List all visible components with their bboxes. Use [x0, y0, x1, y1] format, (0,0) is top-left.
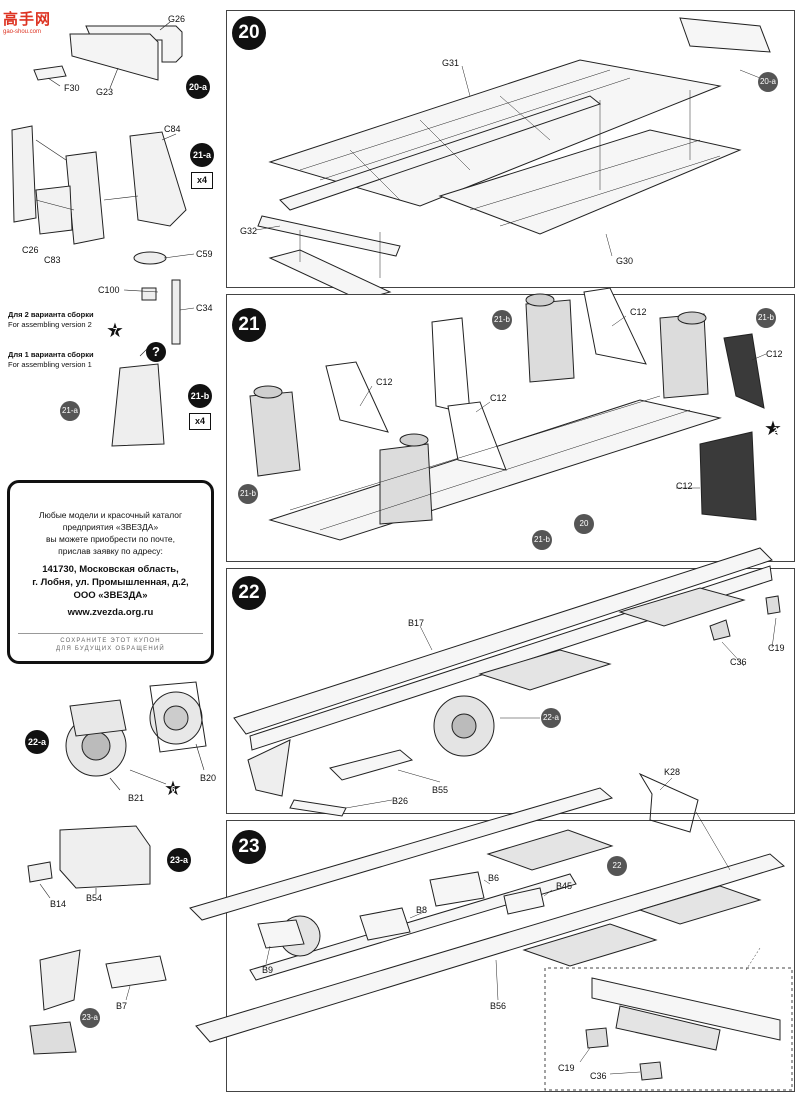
star-ref-20-number: 20: [773, 426, 782, 435]
version-1-note: Для 1 варианта сборки For assembling ver…: [8, 350, 94, 370]
part-label-g30: G30: [616, 256, 634, 266]
part-label-b26: B26: [392, 796, 409, 806]
part-label-c12-1: C12: [376, 377, 393, 387]
step-20-number: 20: [232, 16, 266, 50]
version-1-note-ru: Для 1 варианта сборки: [8, 350, 94, 359]
part-label-b54: B54: [86, 893, 103, 903]
step-23-number: 23: [232, 830, 266, 864]
step-21b-badge: 21-b: [188, 384, 212, 408]
detail-inset-frame: [544, 967, 793, 1091]
part-label-b14: B14: [50, 899, 67, 909]
version-2-note-ru: Для 2 варианта сборки: [8, 310, 94, 319]
ref-badge-21b-1: 21-b: [492, 310, 512, 330]
coupon-address-1: 141730, Московская область,: [42, 564, 179, 575]
part-label-b8: B8: [416, 905, 428, 915]
coupon-line-3: вы можете приобрести по почте,: [45, 534, 175, 544]
star-ref-6: ★: [164, 776, 182, 800]
ref-badge-20a: 20-a: [758, 72, 778, 92]
part-label-c12-3: C12: [630, 307, 647, 317]
part-label-k28: K28: [664, 767, 681, 777]
coupon-line-2: предприятия «ЗВЕЗДА»: [62, 522, 159, 532]
coupon-footer-2: ДЛЯ БУДУЩИХ ОБРАЩЕНИЙ: [56, 646, 165, 652]
step-22a-badge: 22-a: [25, 730, 49, 754]
part-label-c83: C83: [44, 255, 61, 265]
part-label-g31: G31: [442, 58, 460, 68]
coupon-address-2: г. Лобня, ул. Промышленная, д.2,: [32, 577, 189, 588]
part-label-b7: B7: [116, 1001, 128, 1011]
ref-badge-23a: 23-a: [80, 1008, 100, 1028]
ref-badge-21a: 21-a: [60, 401, 80, 421]
part-label-b9: B9: [262, 965, 274, 975]
version-question-marker: ?: [146, 342, 166, 362]
star-ref-7: ★: [106, 318, 124, 342]
watermark-logo-text: 高手网: [3, 10, 52, 28]
ref-badge-step-22: 22: [607, 856, 627, 876]
part-label-f30: F30: [64, 83, 80, 93]
step-20a-badge: 20-a: [186, 75, 210, 99]
part-label-c12-4: C12: [766, 349, 783, 359]
part-label-g23: G23: [96, 87, 114, 97]
coupon-line-4: прислав заявку по адресу:: [58, 546, 163, 556]
part-label-c19-inset: C19: [558, 1063, 575, 1073]
part-label-c36: C36: [730, 657, 747, 667]
step-22-number: 22: [232, 576, 266, 610]
part-label-b55: B55: [432, 785, 449, 795]
coupon-address-3: ООО «ЗВЕЗДА»: [73, 590, 148, 601]
ref-badge-21b-4: 21-b: [532, 530, 552, 550]
part-label-c19: C19: [768, 643, 785, 653]
star-ref-20: ★: [764, 416, 782, 440]
part-label-c36-inset: C36: [590, 1071, 607, 1081]
step-21-number: 21: [232, 308, 266, 342]
coupon-footer: СОХРАНИТЕ ЭТОТ КУПОН ДЛЯ БУДУЩИХ ОБРАЩЕН…: [10, 633, 211, 653]
part-label-c26: C26: [22, 245, 39, 255]
ref-badge-22a: 22-a: [541, 708, 561, 728]
ref-badge-21b-3: 21-b: [238, 484, 258, 504]
coupon-line-1: Любые модели и красочный каталог: [38, 510, 183, 520]
part-label-b21: B21: [128, 793, 145, 803]
star-ref-7-number: 7: [113, 327, 118, 336]
watermark-logo: 高手网 gao-shou.com: [3, 8, 51, 35]
part-label-c84: C84: [164, 124, 181, 134]
version-2-note: Для 2 варианта сборки For assembling ver…: [8, 310, 94, 330]
watermark-site: gao-shou.com: [3, 29, 42, 35]
mail-order-coupon: Любые модели и красочный каталог предпри…: [7, 480, 214, 664]
coupon-url: www.zvezda.org.ru: [67, 607, 154, 618]
part-label-b6: B6: [488, 873, 500, 883]
part-label-g32: G32: [240, 226, 258, 236]
part-label-c12-2: C12: [490, 393, 507, 403]
ref-badge-step-20: 20: [574, 514, 594, 534]
coupon-footer-1: СОХРАНИТЕ ЭТОТ КУПОН: [60, 638, 161, 644]
ref-badge-21b-2: 21-b: [756, 308, 776, 328]
step-21a-multiplier: x4: [191, 172, 213, 189]
part-label-g26: G26: [168, 14, 186, 24]
part-label-b56: B56: [490, 1001, 507, 1011]
version-1-note-en: For assembling version 1: [8, 360, 92, 369]
part-label-b20: B20: [200, 773, 217, 783]
part-label-b17: B17: [408, 618, 425, 628]
step-21a-badge: 21-a: [190, 143, 214, 167]
part-label-c100: C100: [98, 285, 120, 295]
step-23a-badge: 23-a: [167, 848, 191, 872]
part-label-c34: C34: [196, 303, 213, 313]
version-2-note-en: For assembling version 2: [8, 320, 92, 329]
part-label-c59: C59: [196, 249, 213, 259]
star-ref-6-number: 6: [171, 785, 176, 794]
step-21b-multiplier: x4: [189, 413, 211, 430]
part-label-c12-5: C12: [676, 481, 693, 491]
part-label-b45: B45: [556, 881, 573, 891]
